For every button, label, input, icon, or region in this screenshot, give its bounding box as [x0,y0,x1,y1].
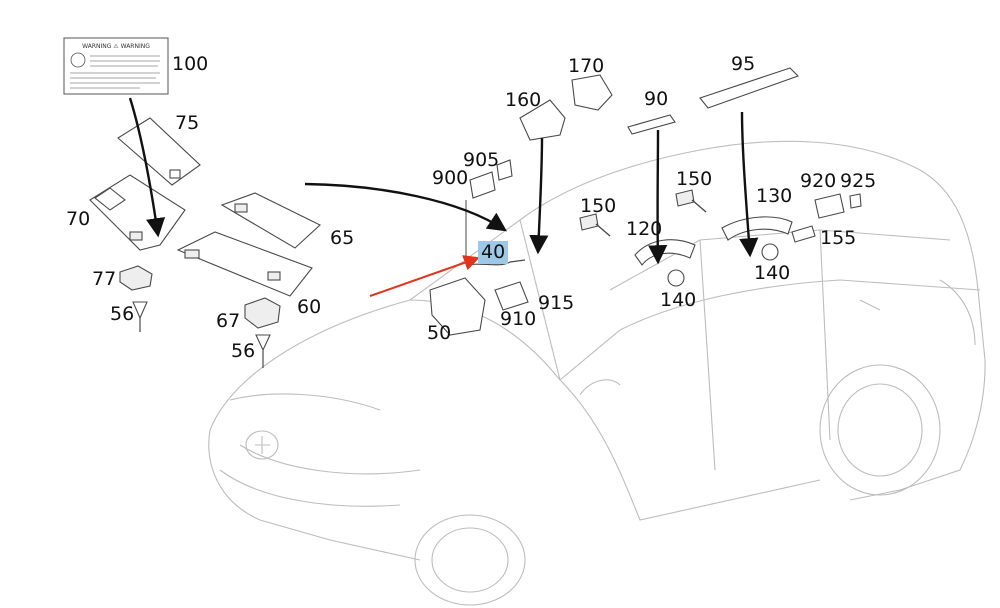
sun-visor-left-part [89,174,186,251]
connector-920-part [814,193,845,219]
rail-90-part [627,114,676,135]
callout-910[interactable]: 910 [500,308,537,330]
callout-70[interactable]: 70 [66,208,91,230]
bracket-160-part [519,99,566,141]
leader-arrows [128,97,759,297]
callout-50[interactable]: 50 [427,322,452,344]
warning-label-part: WARNING ⚠ WARNING [63,37,169,95]
handle-130-part [721,216,793,241]
clip-77-part [119,265,153,291]
interior-lamp-50-part [429,277,486,336]
callout-56b[interactable]: 56 [231,340,256,362]
callout-67[interactable]: 67 [216,310,241,332]
callout-90[interactable]: 90 [644,88,669,110]
callout-77[interactable]: 77 [92,268,117,290]
callout-140a[interactable]: 140 [660,289,697,311]
callout-150b[interactable]: 150 [676,168,713,190]
handle-120-part [634,239,696,266]
callout-100[interactable]: 100 [172,53,209,75]
warning-label-heading: WARNING ⚠ WARNING [82,43,150,50]
callout-120[interactable]: 120 [626,218,663,240]
screw-56b-part [255,334,271,368]
callout-920[interactable]: 920 [800,170,837,192]
connector-900-part [469,171,496,199]
sun-visor-right-part [220,192,321,249]
connector-925-part [849,193,862,209]
sun-visor-cover-part [117,117,201,186]
callout-140b[interactable]: 140 [754,262,791,284]
callout-40-selected[interactable]: 40 [478,241,509,264]
screw-150a-part [579,213,611,237]
bracket-170-part [571,74,613,111]
bulb-910-part [494,281,529,311]
callout-95[interactable]: 95 [731,53,756,75]
callout-915[interactable]: 915 [538,292,575,314]
screw-56a-part [132,301,148,332]
cap-140a-part [667,269,685,287]
callout-925[interactable]: 925 [840,170,877,192]
callout-150a[interactable]: 150 [580,195,617,217]
callout-900[interactable]: 900 [432,167,469,189]
callout-60[interactable]: 60 [297,296,322,318]
cap-140b-part [761,243,779,261]
sun-visor-lower-part [176,231,313,297]
callout-160[interactable]: 160 [505,89,542,111]
callout-75[interactable]: 75 [175,112,200,134]
callout-170[interactable]: 170 [568,55,605,77]
rail-95-part [699,67,800,109]
callout-65[interactable]: 65 [330,227,355,249]
callout-905[interactable]: 905 [463,149,500,171]
callout-56a[interactable]: 56 [110,303,135,325]
screw-150b-part [675,189,707,213]
callout-130[interactable]: 130 [756,185,793,207]
callout-155[interactable]: 155 [820,227,857,249]
bulb-155-part [791,225,816,243]
connector-905-part [496,159,513,181]
clip-67-part [244,297,281,329]
